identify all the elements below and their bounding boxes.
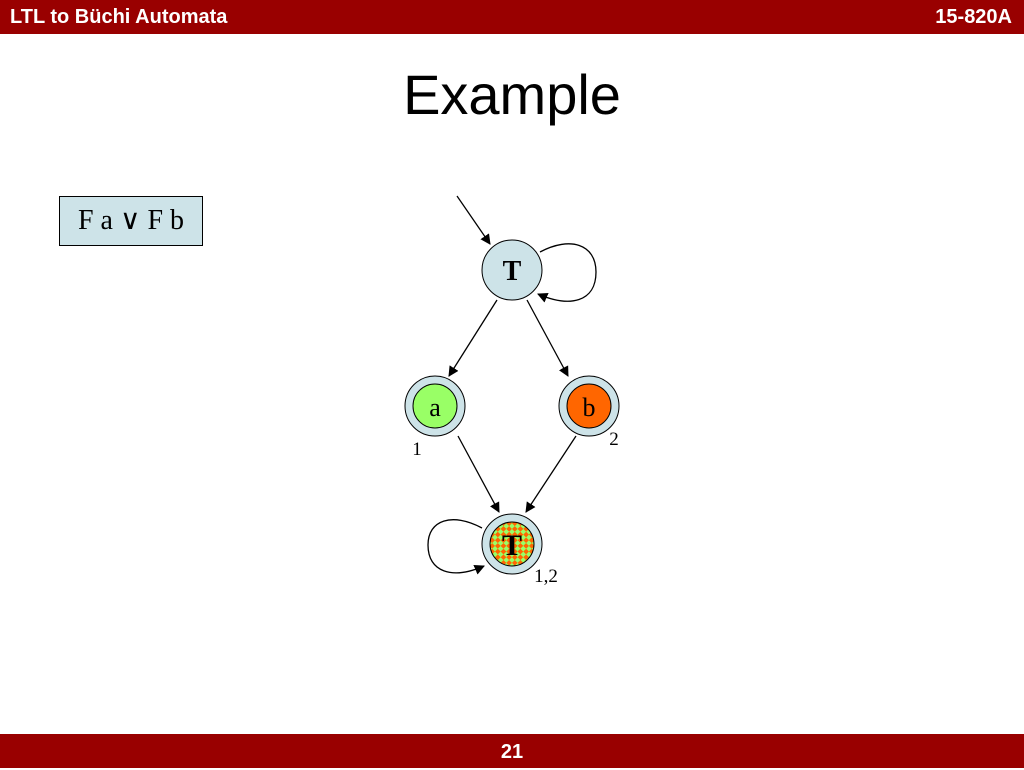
edge-b-to-bottom bbox=[525, 435, 577, 513]
state-label: b bbox=[583, 393, 596, 422]
course-number: 15-820A bbox=[935, 6, 1012, 28]
state-label: a bbox=[429, 393, 441, 422]
state-inner bbox=[566, 383, 612, 429]
slide-title: Example bbox=[403, 63, 621, 126]
edge-top-to-b bbox=[526, 299, 569, 377]
state-inner bbox=[489, 521, 535, 567]
formula-box: F a ∨ F b bbox=[59, 196, 203, 246]
state-b: b 2 bbox=[558, 375, 620, 450]
state-a: a 1 bbox=[404, 375, 466, 460]
course-topic: LTL to Büchi Automata bbox=[10, 6, 228, 28]
edge-start-to-top bbox=[456, 195, 491, 245]
acceptance-label: 1 bbox=[412, 439, 422, 460]
state-initial: T bbox=[481, 239, 543, 301]
edge-a-to-bottom bbox=[457, 435, 500, 513]
state-inner bbox=[488, 246, 536, 294]
edge-bottom-selfloop bbox=[427, 519, 485, 575]
acceptance-label: 1,2 bbox=[534, 566, 558, 587]
state-label: T bbox=[502, 529, 522, 562]
state-accepting-both: T 1,2 bbox=[481, 513, 558, 587]
header-bar: LTL to Büchi Automata 15-820A bbox=[0, 0, 1024, 34]
state-label: T bbox=[503, 256, 522, 287]
edge-top-to-a bbox=[448, 299, 498, 377]
page-number: 21 bbox=[500, 741, 524, 763]
state-inner bbox=[412, 383, 458, 429]
edge-top-selfloop bbox=[537, 243, 597, 303]
formula-text: F a ∨ F b bbox=[77, 205, 185, 236]
acceptance-label: 2 bbox=[609, 429, 619, 450]
footer-bar: 21 bbox=[0, 734, 1024, 768]
